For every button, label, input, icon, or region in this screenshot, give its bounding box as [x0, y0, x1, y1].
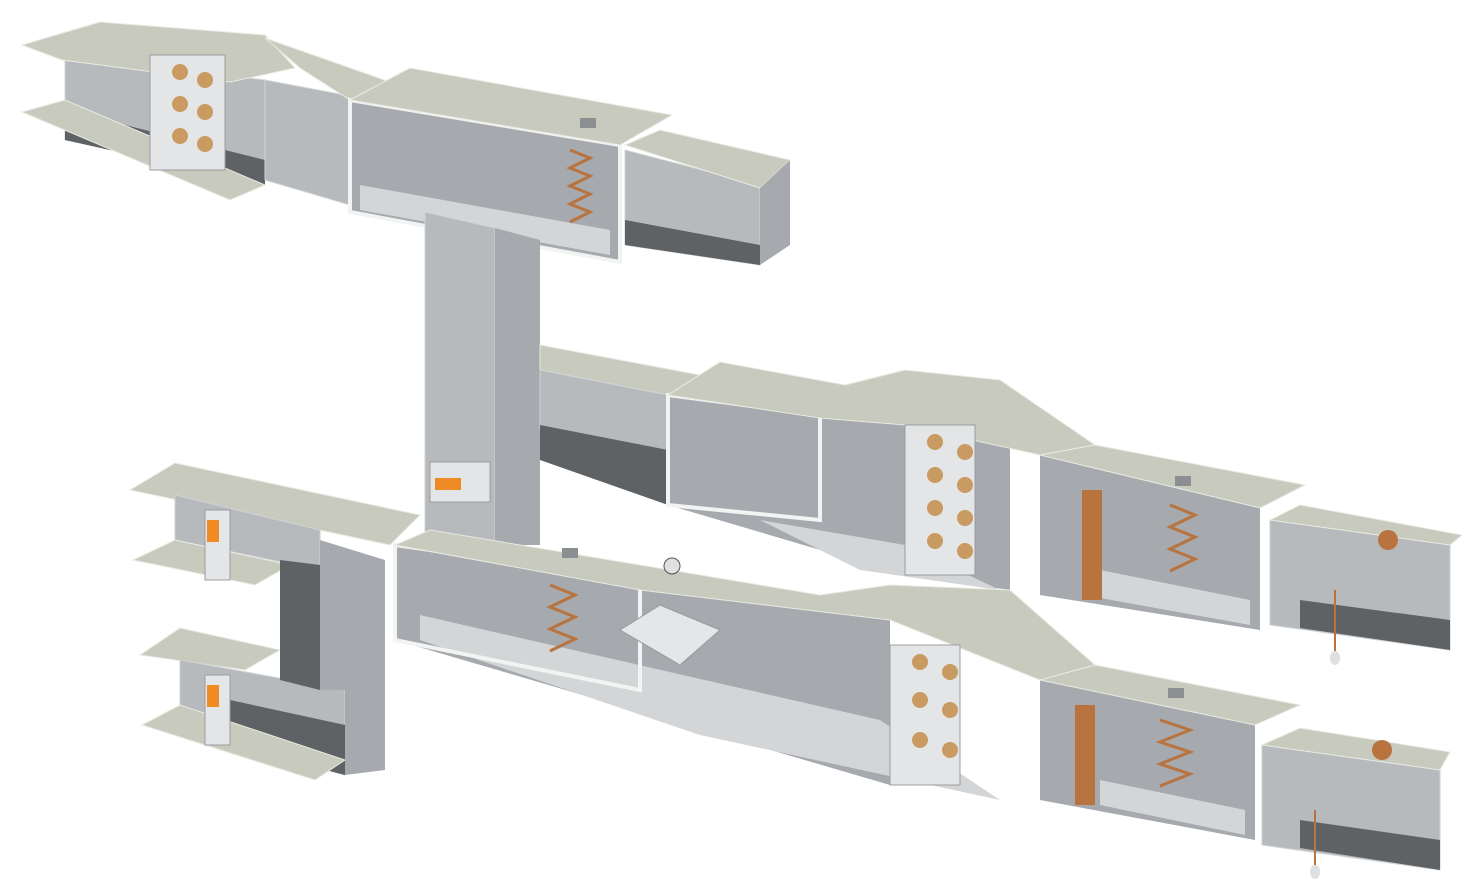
middle-duct-run — [539, 344, 1464, 665]
sensor-box-icon — [562, 548, 578, 558]
filter-grille — [619, 604, 721, 666]
sensor-box-icon — [1175, 476, 1191, 486]
gauge-icon — [663, 557, 681, 575]
sensor-box-icon — [580, 118, 596, 128]
heating-coil — [1082, 490, 1102, 600]
bottom-left-branches — [128, 462, 422, 781]
heating-coil — [1075, 705, 1095, 805]
sensor-box-icon — [1168, 688, 1184, 698]
top-duct-run — [20, 21, 792, 266]
damper-bank-top — [149, 54, 226, 171]
actuator-icon — [207, 520, 219, 542]
damper-bank-bottom — [889, 644, 961, 786]
pressure-sensor-icon — [1378, 530, 1398, 550]
damper-bank-middle — [904, 424, 976, 576]
bottom-duct-run — [393, 529, 1451, 879]
actuator-icon — [435, 478, 461, 490]
pressure-sensor-icon — [1372, 740, 1392, 760]
actuator-icon — [207, 685, 219, 707]
vertical-shaft — [424, 211, 540, 546]
